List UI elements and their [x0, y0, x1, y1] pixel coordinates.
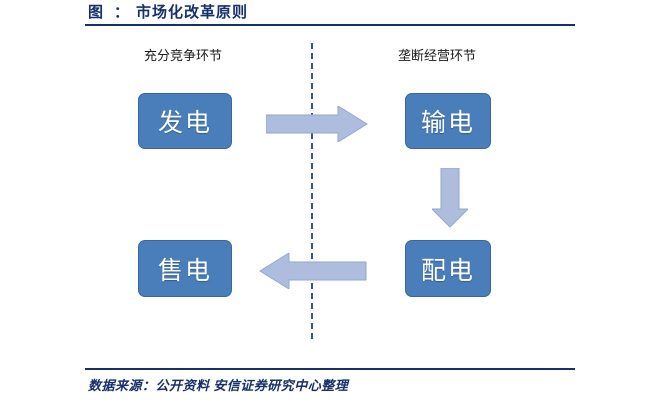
- column-caption-monopoly: 垄断经营环节: [398, 48, 477, 63]
- arrow-down-icon: [432, 168, 468, 228]
- figure-label: 图: [88, 5, 105, 21]
- node-power-sales-label: 售电: [157, 257, 212, 285]
- footer-divider-rule: [85, 368, 575, 370]
- node-power-transmission[interactable]: 输电: [405, 93, 491, 149]
- node-power-transmission-label: 输电: [420, 110, 475, 137]
- arrow-right-icon: [266, 106, 368, 142]
- figure-colon: ：: [114, 5, 131, 21]
- figure-title-text: 市场化改革原则: [136, 5, 249, 21]
- node-power-distribution[interactable]: 配电: [405, 240, 491, 297]
- node-power-distribution-label: 配电: [420, 257, 475, 285]
- arrow-left-icon: [259, 253, 367, 289]
- source-note: 数据来源：公开资料 安信证券研究中心整理: [88, 378, 349, 393]
- title-divider-rule: [85, 24, 575, 26]
- node-power-generation[interactable]: 发电: [138, 93, 232, 149]
- figure-title: 图 ： 市场化改革原则: [88, 1, 248, 22]
- node-power-generation-label: 发电: [157, 110, 212, 137]
- node-power-sales[interactable]: 售电: [138, 240, 232, 297]
- column-caption-competitive: 充分竞争环节: [144, 48, 223, 63]
- vertical-dashed-divider: [311, 43, 313, 339]
